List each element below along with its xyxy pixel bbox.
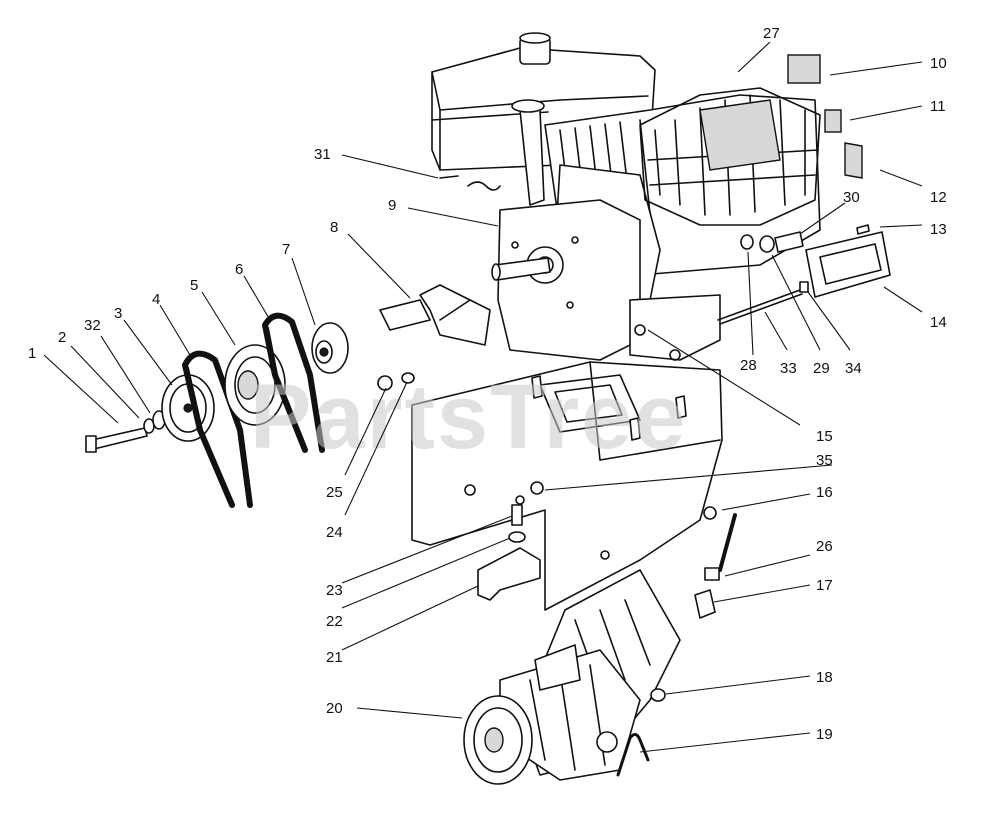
callout-4: 4 [152, 291, 160, 308]
callout-22: 22 [326, 613, 343, 630]
callout-25: 25 [326, 484, 343, 501]
callout-13: 13 [930, 221, 947, 238]
callout-2: 2 [58, 329, 66, 346]
callout-18: 18 [816, 669, 833, 686]
decal-12 [844, 142, 863, 179]
callout-24: 24 [326, 524, 343, 541]
callout-31: 31 [314, 146, 331, 163]
callout-27: 27 [763, 25, 780, 42]
callout-28: 28 [740, 357, 757, 374]
callout-11: 11 [930, 98, 946, 115]
callouts: 1 2 32 3 4 5 6 7 8 9 31 27 10 11 12 30 1… [28, 25, 947, 743]
engine-assembly [431, 32, 821, 361]
callout-7: 7 [282, 241, 290, 258]
callout-20: 20 [326, 700, 343, 717]
leader-lines [43, 41, 923, 753]
muffler-guard [639, 87, 821, 226]
callout-9: 9 [388, 197, 396, 214]
belt-and-pulley-group [85, 312, 349, 508]
watermark-text: PartsTree [250, 366, 687, 468]
callout-23: 23 [326, 582, 343, 599]
callout-29: 29 [813, 360, 830, 377]
callout-8: 8 [330, 219, 338, 236]
callout-12: 12 [930, 189, 947, 206]
decal-10 [787, 54, 821, 84]
callout-19: 19 [816, 726, 833, 743]
callout-35: 35 [816, 452, 833, 469]
callout-14: 14 [930, 314, 947, 331]
callout-6: 6 [235, 261, 243, 278]
callout-3: 3 [114, 305, 122, 322]
callout-34: 34 [845, 360, 862, 377]
idler-bracket [379, 284, 491, 346]
callout-17: 17 [816, 577, 833, 594]
callout-5: 5 [190, 277, 198, 294]
frame-plate [411, 361, 723, 611]
callout-26: 26 [816, 538, 833, 555]
callout-21: 21 [326, 649, 343, 666]
callout-1: 1 [28, 345, 36, 362]
callout-16: 16 [816, 484, 833, 501]
callout-33: 33 [780, 360, 797, 377]
decal-11 [824, 109, 842, 133]
callout-30: 30 [843, 189, 860, 206]
callout-10: 10 [930, 55, 947, 72]
callout-15: 15 [816, 428, 833, 445]
callout-32: 32 [84, 317, 101, 334]
transmission-assembly [463, 569, 681, 785]
